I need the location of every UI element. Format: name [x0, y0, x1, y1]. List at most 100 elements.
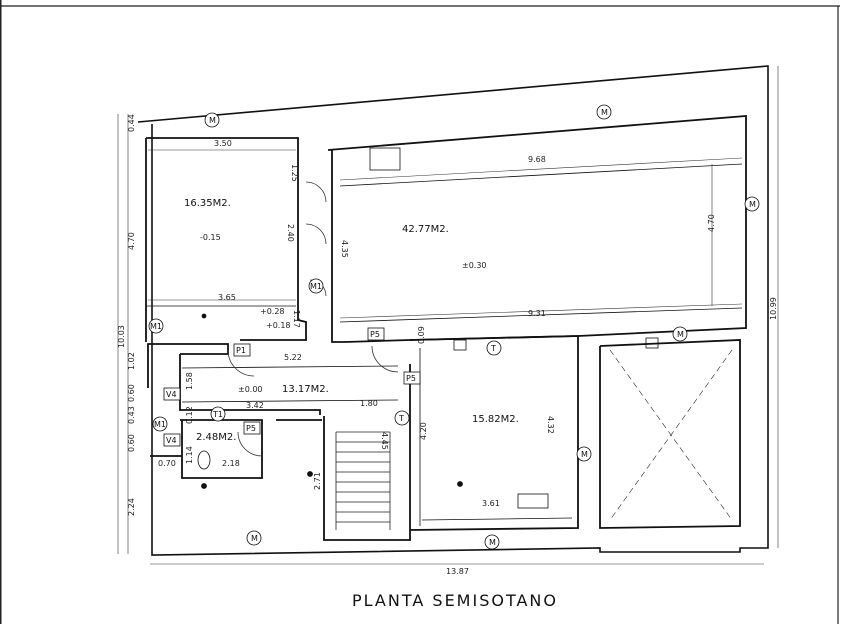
drain-dot-icon [201, 313, 207, 319]
tag-v4-text: V4 [166, 436, 177, 445]
dim-room1-h1: 1.25 [290, 164, 299, 182]
circle-markers [148, 104, 760, 550]
dim-bedroom-h: 4.20 [419, 422, 428, 440]
dim-left-f: 0.43 [127, 406, 136, 424]
tag-box-v4 [163, 433, 181, 447]
dim-corridor-right: 1.80 [360, 399, 378, 408]
dim-left-d: 1.02 [127, 352, 136, 370]
marker-m-text: M [209, 116, 216, 125]
marker-circle-m [204, 112, 220, 128]
fixtures [197, 147, 659, 509]
level-step-a: +0.28 [260, 307, 285, 316]
marker-m1-text: M1 [310, 282, 322, 291]
marker-circle-m1 [152, 416, 168, 432]
circle-marker-texts: M M M M M M M M1 M1 M1 T T T1 [150, 108, 756, 547]
dim-top-left-width: 3.50 [214, 139, 232, 148]
dim-left-c: 10.03 [117, 325, 126, 348]
marker-m1-text: M1 [154, 420, 166, 429]
dim-corridor-width: 3.42 [246, 401, 264, 410]
marker-circle-m1 [308, 278, 324, 294]
page-title: PLANTA SEMISOTANO [352, 591, 558, 610]
room-2-area: 42.77M2. [402, 224, 449, 235]
room-3-level: ±0.00 [238, 385, 263, 394]
drain-dot-icon [201, 483, 207, 489]
marker-m-text: M [581, 450, 588, 459]
drain-dot-icon [457, 481, 463, 487]
dim-stair-h: 2.71 [313, 472, 322, 490]
dim-left-h: 2.24 [127, 498, 136, 516]
dim-left-a: 0.44 [127, 114, 136, 132]
dim-room1-h2: 2.40 [286, 224, 295, 242]
column-box [453, 339, 467, 351]
dim-hall-small: 0.12 [185, 406, 194, 424]
dim-bath-side: 0.70 [158, 459, 176, 468]
marker-m-text: M [677, 330, 684, 339]
dim-right-total: 10.99 [769, 297, 778, 320]
marker-m-text: M [489, 538, 496, 547]
tag-p1-text: P1 [236, 346, 246, 355]
tag-box-p5 [243, 421, 261, 435]
tag-p5-text: P5 [370, 330, 380, 339]
dim-bedroom-bottom: 3.61 [482, 499, 500, 508]
dim-total-width: 13.87 [446, 567, 469, 576]
sheet-border [0, 0, 840, 624]
marker-circle-m [484, 534, 500, 550]
walls [145, 115, 747, 541]
dim-left-g: 0.60 [127, 434, 136, 452]
dim-inner-right-width: 9.31 [528, 309, 546, 318]
marker-circle-t [394, 410, 410, 426]
dim-left-e: 0.60 [127, 384, 136, 402]
marker-t-text: T [490, 344, 496, 353]
marker-m-text: M [749, 200, 756, 209]
column-box [645, 337, 659, 349]
opening-rect [517, 493, 549, 509]
tag-v4-text: V4 [166, 390, 177, 399]
tag-box-v4 [163, 387, 181, 401]
marker-circle-m [246, 530, 262, 546]
dim-top-right-width: 9.68 [528, 155, 546, 164]
stair-treads [335, 431, 391, 530]
dim-room2-h: 4.35 [340, 240, 349, 258]
dim-inner-left-width: 3.65 [218, 293, 236, 302]
marker-circle-m [744, 196, 760, 212]
room-1-area: 16.35M2. [184, 198, 231, 209]
drain-dot-icon [307, 471, 313, 477]
door-swings [227, 181, 399, 457]
marker-circle-m [672, 326, 688, 342]
marker-circle-t [486, 340, 502, 356]
marker-circle-m [576, 446, 592, 462]
marker-t1-text: T1 [212, 410, 223, 419]
opening-rect [369, 147, 401, 171]
dim-hall-width: 5.22 [284, 353, 302, 362]
dim-bedroom-right: 4.32 [546, 416, 555, 434]
room-4-area: 2.48M2. [196, 432, 236, 443]
dim-hall-h: 1.58 [185, 372, 194, 390]
marker-m1-text: M1 [150, 322, 162, 331]
dim-stair-h2: 4.45 [380, 432, 389, 450]
dim-bath-width: 2.18 [222, 459, 240, 468]
square-tags [163, 327, 421, 447]
square-tag-texts: P1 P5 P5 P5 V4 V4 [166, 330, 416, 445]
dim-room1-h3: 1.17 [292, 310, 301, 328]
toilet-icon [197, 450, 211, 470]
tag-p5-text: P5 [406, 374, 416, 383]
dim-room2-right: 4.70 [707, 214, 716, 232]
marker-circle-m1 [148, 318, 164, 334]
marker-t-text: T [398, 414, 404, 423]
room-2-level: ±0.30 [462, 261, 487, 270]
dimension-texts: 3.50 9.68 3.65 9.31 5.22 3.42 1.80 2.18 … [117, 114, 778, 576]
room-5-area: 15.82M2. [472, 414, 519, 425]
tag-box-p5 [367, 327, 385, 341]
tag-p5-text: P5 [246, 424, 256, 433]
room-1-level: -0.15 [200, 233, 221, 242]
room-labels: 16.35M2. -0.15 42.77M2. ±0.30 13.17M2. ±… [184, 198, 519, 443]
dimension-lines [117, 66, 779, 565]
level-step-b: +0.18 [266, 321, 291, 330]
dim-door-small: 0.09 [417, 326, 426, 344]
room-3-area: 13.17M2. [282, 384, 329, 395]
marker-m-text: M [601, 108, 608, 117]
marker-circle-t1 [210, 406, 226, 422]
tag-box-p5 [403, 371, 421, 385]
tag-box-p1 [233, 343, 251, 357]
